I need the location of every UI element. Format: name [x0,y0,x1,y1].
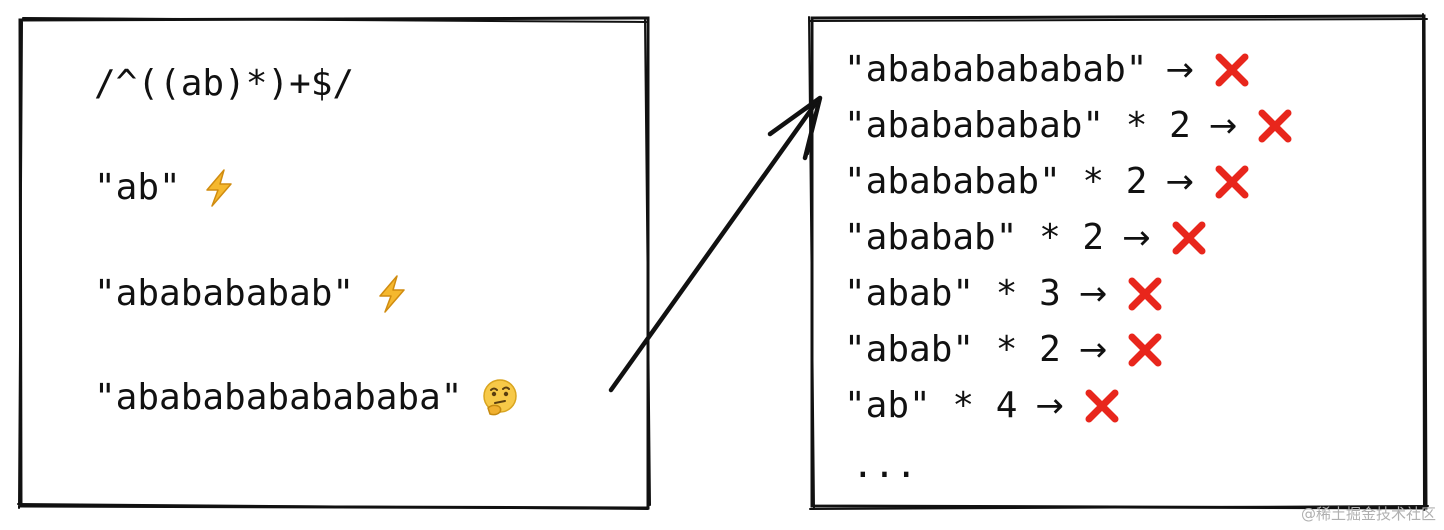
attempt-row: "ababababab" * 2 → [844,106,1295,146]
attempt-string: "ababababab" * 2 [844,105,1191,146]
connector-arrow [608,95,823,393]
attempt-string: "abab" * 2 [844,329,1061,370]
right-arrow-icon: → [1165,162,1194,202]
lightning-icon [205,169,232,207]
cross-icon [1085,389,1119,423]
cross-icon [1128,277,1162,311]
example-row: "abababababababa" [94,378,520,418]
lightning-icon [379,275,405,313]
right-panel-frame [808,13,1429,511]
right-arrow-icon: → [1035,386,1064,426]
attempt-row: "ababab" * 2 → [844,218,1209,258]
attempt-row: "abababab" * 2 → [844,162,1252,202]
cross-icon [1215,53,1249,87]
example-string: "ab" [94,167,181,208]
attempt-string: "ababab" * 2 [844,217,1105,258]
attempt-string: "abababababab" [844,49,1148,90]
attempt-row: "ab" * 4 → [844,386,1122,426]
attempt-row: "abababababab" → [844,50,1252,90]
example-row: "ab" [94,168,239,208]
cross-icon [1258,109,1292,143]
right-arrow-icon: → [1078,330,1108,370]
right-arrow-icon: → [1208,106,1238,146]
ellipsis: ... [852,445,918,486]
thinking-face-icon [483,379,518,416]
attempt-string: "abababab" * 2 [844,161,1148,202]
example-row: "ababababab" [94,274,412,314]
right-arrow-icon: → [1122,218,1151,258]
left-panel-frame [17,16,651,510]
attempt-string: "ab" * 4 [844,385,1018,426]
right-arrow-icon: → [1078,274,1108,314]
attempt-row: "abab" * 2 → [844,330,1165,370]
regex-pattern: /^((ab)*)+$/ [94,63,355,104]
attempt-row: "abab" * 3 → [844,274,1165,314]
example-string: "abababababababa" [94,377,463,418]
example-string: "ababababab" [94,273,355,314]
right-arrow-icon: → [1165,50,1194,90]
watermark: @稀土掘金技术社区 [1300,505,1436,523]
attempt-string: "abab" * 3 [844,273,1061,314]
cross-icon [1172,221,1206,255]
cross-icon [1128,333,1162,367]
cross-icon [1215,165,1249,199]
